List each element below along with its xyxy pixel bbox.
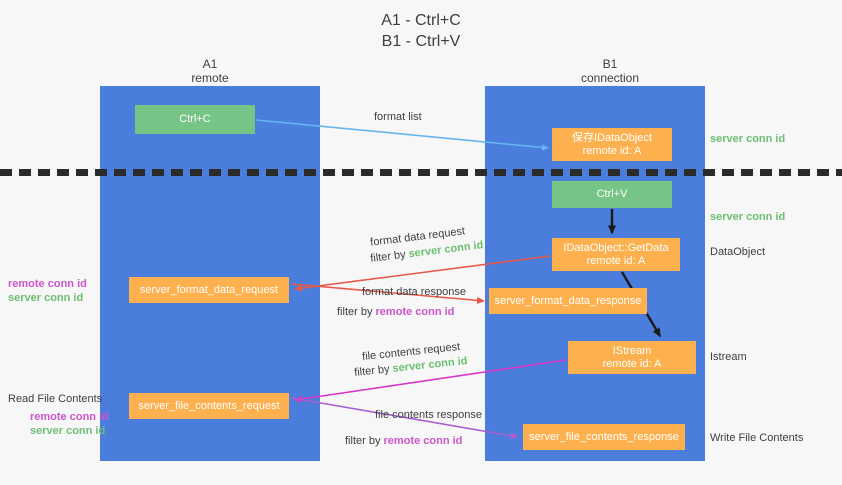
note-read-file-contents-text: Read File Contents	[8, 393, 103, 405]
edge-label-format-data-response-text: format data response	[362, 286, 466, 298]
note-read-file-contents: Read File Contents	[8, 392, 102, 406]
note-dataobject-text: DataObject	[710, 246, 766, 258]
column-header-a1: A1 remote	[130, 57, 290, 85]
note-remote-conn-id-lower: remote conn id	[30, 411, 109, 423]
title-line-1: A1 - Ctrl+C	[381, 12, 461, 29]
box-ctrl-c-label: Ctrl+C	[179, 113, 211, 125]
column-b1-name: B1	[602, 57, 618, 71]
box-server-file-contents-response-label: server_file_contents_response	[529, 430, 679, 443]
column-header-b1: B1 connection	[530, 57, 690, 85]
note-server-conn-id-top: server conn id	[710, 132, 785, 146]
edge-label-file-contents-response: file contents response	[375, 408, 482, 423]
box-ctrl-c[interactable]: Ctrl+C	[135, 105, 255, 134]
remote-conn-id-text-1: remote conn id	[375, 306, 455, 318]
filter-by-text-3: filter by	[353, 363, 391, 379]
note-istream: Istream	[710, 350, 747, 364]
note-write-file-contents-text: Write File Contents	[710, 432, 804, 444]
edge-label-file-contents-response-text: file contents response	[375, 409, 483, 421]
box-server-file-contents-request[interactable]: server_file_contents_request	[129, 393, 289, 419]
column-a1-sub: remote	[191, 71, 229, 85]
page-title: A1 - Ctrl+C B1 - Ctrl+V	[0, 10, 842, 52]
column-a1-name: A1	[202, 57, 218, 71]
box-istream-label: IStream	[612, 344, 652, 357]
note-istream-text: Istream	[710, 351, 747, 363]
box-getdata-label: IDataObject::GetData	[563, 241, 669, 254]
edge-label-format-data-response-filter: filter by remote conn id	[337, 305, 454, 320]
filter-by-text-1: filter by	[369, 248, 407, 265]
box-server-format-data-request-label: server_format_data_request	[139, 283, 279, 296]
note-dataobject: DataObject	[710, 245, 765, 259]
box-server-file-contents-request-label: server_file_contents_request	[138, 399, 280, 412]
box-ctrl-v[interactable]: Ctrl+V	[552, 181, 672, 208]
edge-label-format-list: format list	[374, 110, 422, 125]
box-idataobject[interactable]: 保存IDataObject remote id: A	[552, 128, 672, 161]
box-server-file-contents-response[interactable]: server_file_contents_response	[523, 424, 685, 450]
note-conn-ids-upper: remote conn id server conn id	[8, 277, 87, 305]
note-server-conn-id-second: server conn id	[710, 210, 785, 224]
note-server-conn-id-top-text: server conn id	[710, 133, 786, 145]
box-ctrl-v-label: Ctrl+V	[596, 188, 628, 200]
edge-label-format-data-response: format data response	[362, 285, 466, 300]
column-b1-sub: connection	[580, 71, 640, 85]
filter-by-text-2: filter by	[337, 306, 373, 318]
box-idataobject-sub: remote id: A	[582, 144, 642, 157]
note-server-conn-id-lower: server conn id	[30, 425, 106, 437]
box-istream[interactable]: IStream remote id: A	[568, 341, 696, 374]
edge-label-file-contents-response-filter: filter by remote conn id	[345, 434, 462, 449]
box-getdata-sub: remote id: A	[586, 254, 646, 267]
title-line-2: B1 - Ctrl+V	[381, 33, 461, 50]
note-conn-ids-lower: remote conn id server conn id	[30, 410, 109, 438]
box-server-format-data-request[interactable]: server_format_data_request	[129, 277, 289, 303]
box-server-format-data-response-label: server_format_data_response	[494, 294, 642, 307]
phase-separator-dashed-line	[0, 169, 842, 176]
note-server-conn-id-upper: server conn id	[8, 292, 84, 304]
filter-by-text-4: filter by	[345, 435, 381, 447]
box-istream-sub: remote id: A	[602, 357, 662, 370]
note-write-file-contents: Write File Contents	[710, 431, 803, 445]
edge-label-format-list-text: format list	[374, 111, 422, 123]
remote-conn-id-text-2: remote conn id	[383, 435, 463, 447]
note-server-conn-id-second-text: server conn id	[710, 211, 786, 223]
box-server-format-data-response[interactable]: server_format_data_response	[489, 288, 647, 314]
box-idataobject-getdata[interactable]: IDataObject::GetData remote id: A	[552, 238, 680, 271]
note-remote-conn-id-upper: remote conn id	[8, 278, 87, 290]
box-idataobject-label: 保存IDataObject	[571, 131, 653, 144]
